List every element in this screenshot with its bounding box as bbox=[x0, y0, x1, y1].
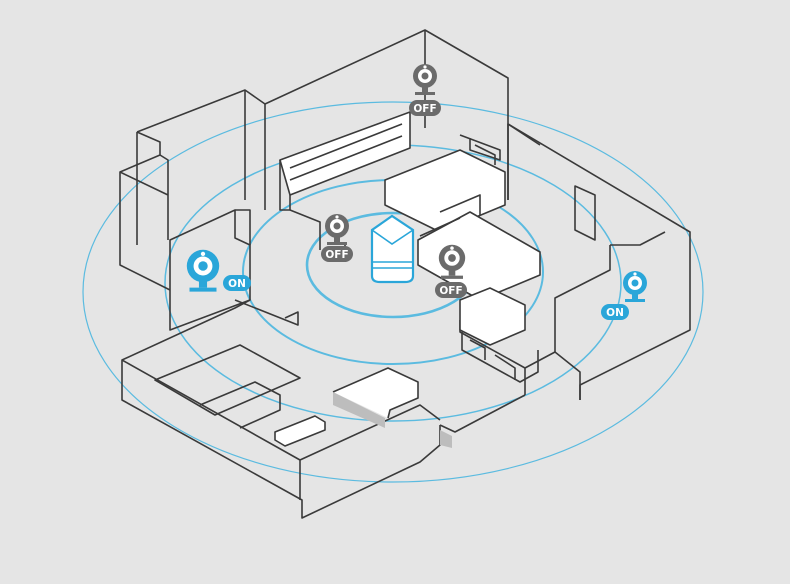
camera-center-left-icon[interactable] bbox=[325, 214, 349, 245]
status-badge-label: OFF bbox=[325, 249, 348, 261]
hub-base-station-icon[interactable] bbox=[370, 214, 415, 284]
signal-rings bbox=[82, 101, 704, 483]
status-badge-bg bbox=[223, 275, 251, 291]
camera-back-wall-icon[interactable] bbox=[413, 64, 437, 95]
signal-ring-outer bbox=[82, 101, 704, 483]
status-badge-bg bbox=[321, 246, 353, 262]
status-badge-label: OFF bbox=[413, 103, 436, 115]
status-badge-bg bbox=[409, 100, 441, 116]
status-badge-label: OFF bbox=[439, 285, 462, 297]
status-badge-label: ON bbox=[606, 307, 624, 319]
house-walls bbox=[119, 29, 691, 519]
camera-left-wall-status-badge: ON bbox=[223, 275, 251, 291]
camera-right-wall-status-badge: ON bbox=[601, 304, 629, 320]
status-badge-bg bbox=[435, 282, 467, 298]
camera-center-left-status-badge: OFF bbox=[321, 246, 353, 262]
status-badge-label: ON bbox=[228, 278, 246, 290]
cameras-layer: OFF OFF OFF ON ON bbox=[186, 64, 647, 320]
camera-center-right-icon[interactable] bbox=[438, 244, 466, 279]
camera-right-wall-icon[interactable] bbox=[623, 271, 647, 302]
camera-back-wall-status-badge: OFF bbox=[409, 100, 441, 116]
status-badge-bg bbox=[601, 304, 629, 320]
camera-center-right-status-badge: OFF bbox=[435, 282, 467, 298]
camera-left-wall-icon[interactable] bbox=[186, 249, 220, 292]
